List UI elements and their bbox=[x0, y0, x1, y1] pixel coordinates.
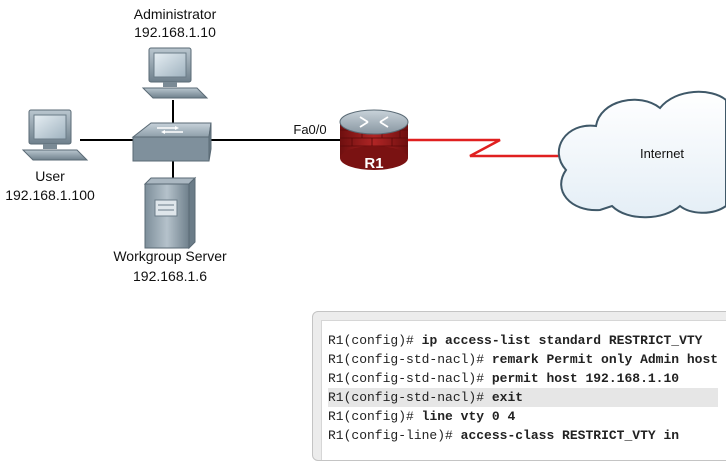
cli-line: R1(config-std-nacl)# remark Permit only … bbox=[328, 350, 718, 369]
interface-label: Fa0/0 bbox=[293, 122, 326, 137]
server-icon bbox=[143, 176, 197, 250]
admin-ip: 192.168.1.10 bbox=[134, 24, 216, 40]
cloud-icon bbox=[557, 90, 726, 219]
internet-label: Internet bbox=[640, 146, 684, 161]
server-ip: 192.168.1.6 bbox=[133, 268, 207, 284]
cli-command: permit host 192.168.1.10 bbox=[491, 371, 680, 386]
cli-line: R1(config)# ip access-list standard REST… bbox=[328, 331, 718, 350]
cli-output-panel: R1(config)# ip access-list standard REST… bbox=[321, 320, 726, 460]
cli-command: ip access-list standard RESTRICT_VTY bbox=[421, 333, 703, 348]
cli-line: R1(config)# line vty 0 4 bbox=[328, 407, 718, 426]
cli-command: exit bbox=[491, 390, 524, 405]
admin-name: Administrator bbox=[133, 6, 217, 22]
cli-command: remark Permit only Admin host bbox=[491, 352, 719, 367]
cli-prompt: R1(config)# bbox=[328, 409, 414, 424]
cli-config-box: R1(config)# ip access-list standard REST… bbox=[312, 311, 726, 461]
cli-prompt: R1(config-std-nacl)# bbox=[328, 390, 485, 405]
cli-lines: R1(config)# ip access-list standard REST… bbox=[328, 331, 719, 445]
server-name: Workgroup Server bbox=[113, 248, 227, 264]
cli-line: R1(config-line)# access-class RESTRICT_V… bbox=[328, 426, 718, 445]
router-label: R1 bbox=[364, 155, 383, 172]
user-name: User bbox=[35, 168, 65, 184]
network-topology-diagram: R1 Internet Fa0/0 bbox=[21, 47, 726, 250]
cli-line: R1(config-std-nacl)# exit bbox=[328, 388, 719, 407]
cli-command: access-class RESTRICT_VTY in bbox=[460, 428, 680, 443]
switch-icon bbox=[131, 122, 212, 162]
wan-link bbox=[408, 138, 560, 158]
cli-line: R1(config-std-nacl)# permit host 192.168… bbox=[328, 369, 718, 388]
pc-icon bbox=[141, 47, 209, 99]
cli-prompt: R1(config)# bbox=[328, 333, 414, 348]
user-ip: 192.168.1.100 bbox=[5, 187, 95, 203]
cli-prompt: R1(config-std-nacl)# bbox=[328, 352, 485, 367]
cli-prompt: R1(config-std-nacl)# bbox=[328, 371, 485, 386]
cli-command: line vty 0 4 bbox=[421, 409, 516, 424]
router-icon bbox=[339, 109, 409, 170]
cli-prompt: R1(config-line)# bbox=[328, 428, 453, 443]
pc-icon bbox=[21, 109, 89, 161]
